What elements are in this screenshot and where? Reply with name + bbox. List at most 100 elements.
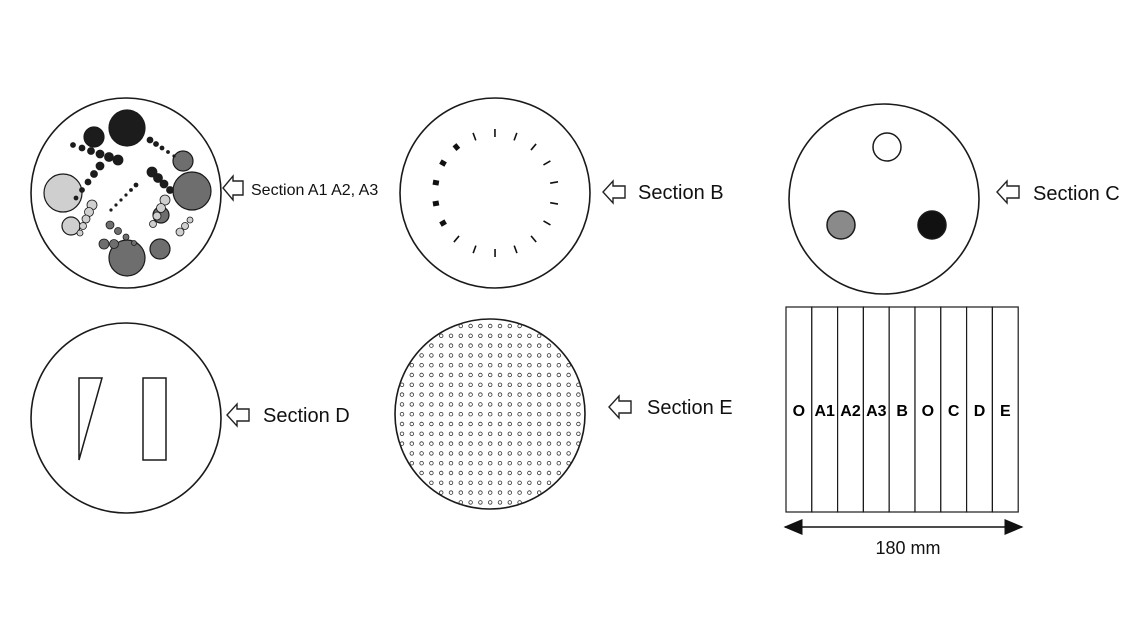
section-e-dot bbox=[448, 402, 454, 407]
section-e-dot bbox=[468, 461, 473, 466]
section-e-dot bbox=[497, 431, 503, 436]
section-e-dot bbox=[458, 333, 463, 338]
section-e-dot bbox=[546, 461, 552, 466]
section-e-dot bbox=[517, 431, 522, 436]
section-e-dot bbox=[439, 461, 444, 466]
section-e-dot bbox=[576, 500, 581, 505]
section-e-dot bbox=[507, 431, 512, 436]
section-e-dot bbox=[419, 412, 424, 417]
section-e-dot bbox=[409, 392, 414, 397]
section-e-dot bbox=[517, 392, 522, 397]
section-e-dot bbox=[566, 363, 571, 368]
section-e-dot bbox=[399, 353, 405, 358]
section-e-dot bbox=[517, 480, 522, 485]
section-e-dot bbox=[419, 372, 424, 378]
section-e-dot bbox=[527, 343, 532, 348]
section-e-dot bbox=[556, 323, 561, 329]
section-e-dot bbox=[576, 343, 581, 348]
section-b-mark bbox=[453, 235, 460, 243]
section-e-dot bbox=[409, 451, 414, 456]
section-e-dot bbox=[576, 363, 581, 368]
section-e-dot bbox=[576, 480, 581, 485]
section-e-dot bbox=[507, 490, 512, 495]
section-e-dot bbox=[497, 490, 503, 495]
section-a-holes bbox=[43, 109, 212, 277]
section-a-hole bbox=[95, 161, 105, 171]
section-e-dot bbox=[546, 343, 552, 348]
section-e-dot bbox=[527, 480, 532, 485]
section-d-pointer: Section D bbox=[226, 402, 350, 428]
section-e-dot bbox=[556, 421, 561, 427]
section-b-mark bbox=[472, 132, 477, 141]
section-e-dot bbox=[468, 363, 473, 368]
section-a-insert bbox=[172, 150, 194, 172]
section-c-mid-insert bbox=[826, 210, 856, 240]
section-e-dot bbox=[448, 451, 454, 456]
section-e-dot bbox=[527, 461, 532, 466]
section-e-dot bbox=[507, 402, 512, 407]
section-e-dot bbox=[488, 323, 493, 329]
section-e-dot bbox=[497, 500, 503, 505]
section-a-hole bbox=[186, 216, 194, 224]
section-e-dot bbox=[488, 421, 493, 427]
section-e-dot bbox=[556, 392, 561, 397]
section-e-dot bbox=[399, 343, 405, 348]
section-e-dot bbox=[497, 461, 503, 466]
section-b-mark bbox=[530, 143, 537, 151]
section-e-dot bbox=[409, 402, 414, 407]
section-e-dot bbox=[439, 421, 444, 427]
section-e-dot bbox=[478, 421, 483, 427]
section-a-hole bbox=[149, 220, 157, 228]
section-e-dot bbox=[497, 470, 503, 476]
section-e-dot bbox=[439, 323, 444, 329]
section-c-light-insert bbox=[872, 132, 902, 162]
section-e-dot bbox=[488, 431, 493, 436]
stack-slice bbox=[785, 306, 813, 513]
section-e-dot bbox=[546, 372, 552, 378]
section-e-dot bbox=[439, 353, 444, 358]
section-e-dot bbox=[566, 412, 571, 417]
section-e-dot bbox=[468, 382, 473, 387]
section-e-dot bbox=[409, 470, 414, 476]
section-e-phantom bbox=[394, 318, 586, 510]
section-e-dot bbox=[399, 323, 405, 329]
section-e-dot bbox=[546, 480, 552, 485]
section-e-dot bbox=[458, 372, 463, 378]
section-e-dot bbox=[458, 343, 463, 348]
section-e-dot bbox=[409, 353, 414, 358]
section-a-hole bbox=[109, 239, 119, 249]
section-e-dot bbox=[507, 372, 512, 378]
section-e-dot bbox=[419, 343, 424, 348]
section-e-dot bbox=[556, 372, 561, 378]
section-e-dot bbox=[448, 441, 454, 446]
section-a-insert bbox=[172, 171, 212, 211]
section-e-dot bbox=[439, 343, 444, 348]
section-a-hole bbox=[119, 198, 123, 202]
section-e-dot bbox=[399, 480, 405, 485]
section-b-mark bbox=[439, 159, 447, 167]
section-e-dot bbox=[566, 480, 571, 485]
stack-slice-label: A3 bbox=[866, 403, 887, 420]
hollow-arrow-icon bbox=[608, 394, 632, 420]
section-e-dot bbox=[527, 353, 532, 358]
section-e-dot bbox=[566, 343, 571, 348]
section-e-dot bbox=[546, 333, 552, 338]
section-e-dot bbox=[429, 431, 434, 436]
section-e-dot bbox=[429, 421, 434, 427]
section-e-dot bbox=[429, 500, 434, 505]
section-a-hole bbox=[159, 145, 165, 151]
section-a-hole bbox=[122, 233, 130, 241]
section-e-dot bbox=[419, 431, 424, 436]
section-e-dot bbox=[399, 500, 405, 505]
stack-slice bbox=[888, 306, 916, 513]
section-e-dot bbox=[556, 363, 561, 368]
section-a-hole bbox=[114, 203, 118, 207]
section-b-mark bbox=[439, 219, 447, 227]
section-e-dot bbox=[478, 372, 483, 378]
section-e-dot bbox=[399, 402, 405, 407]
section-e-dot bbox=[546, 353, 552, 358]
section-e-dot bbox=[409, 382, 414, 387]
section-e-dot bbox=[537, 343, 542, 348]
section-e-dot bbox=[556, 490, 561, 495]
section-b-mark bbox=[472, 245, 477, 254]
